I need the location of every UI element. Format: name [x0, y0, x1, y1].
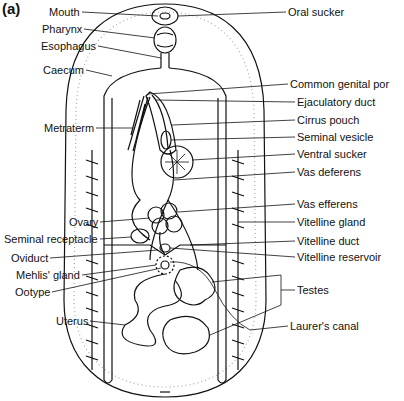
testis	[163, 316, 210, 353]
seminal-vesicle	[161, 131, 171, 149]
part-label: Uterus	[56, 315, 88, 327]
part-label: Oviduct	[11, 252, 48, 264]
body-outline	[64, 4, 266, 397]
uterus	[122, 97, 181, 346]
part-label: Common genital por	[290, 78, 389, 90]
ventral-sucker	[161, 146, 193, 178]
pharynx-muscle	[157, 33, 173, 47]
part-label: Vitelline reservoir	[297, 251, 381, 263]
part-label: Ventral sucker	[297, 148, 367, 160]
leader-lines	[50, 12, 295, 335]
part-label: Mouth	[49, 6, 80, 18]
part-label: Laurer's canal	[290, 320, 359, 332]
excretory-pore	[160, 391, 170, 392]
metraterm	[128, 96, 148, 151]
part-label: Seminal receptacle	[4, 233, 98, 245]
tegument-stipple	[74, 12, 256, 387]
vitelline-gland-duct	[92, 150, 238, 370]
vitelline-duct	[104, 245, 226, 255]
part-label: Vas deferens	[297, 166, 361, 178]
part-label: Ovary	[69, 216, 98, 228]
seminal-receptacle	[131, 229, 149, 243]
part-label: Vas efferens	[297, 198, 358, 210]
caecum	[104, 98, 226, 383]
part-label: Seminal vesicle	[297, 131, 373, 143]
ejaculatory-duct	[152, 95, 168, 148]
part-label: Metraterm	[44, 122, 94, 134]
vitelline-reservoir	[160, 244, 170, 252]
esophagus	[161, 53, 169, 68]
part-label: Ejaculatory duct	[297, 96, 375, 108]
part-label: Pharynx	[42, 23, 82, 35]
pharynx	[154, 27, 176, 53]
part-label: Mehlis' gland	[16, 269, 80, 281]
testis	[174, 267, 215, 305]
mouth	[160, 13, 170, 19]
vas-deferens	[168, 150, 174, 200]
part-label: Oral sucker	[288, 6, 344, 18]
part-label: Testes	[297, 284, 329, 296]
part-label: Vitelline gland	[297, 216, 365, 228]
vitelline-follicles	[86, 160, 244, 360]
ventral-sucker-radial	[165, 150, 189, 174]
cirrus-pouch	[146, 92, 176, 154]
ootype	[161, 261, 169, 269]
part-label: Cirrus pouch	[297, 114, 359, 126]
mehlis-gland	[156, 256, 174, 274]
part-label: Ootype	[15, 286, 50, 298]
figure-letter: (a)	[2, 1, 20, 17]
part-label: Caecum	[43, 64, 84, 76]
caecum	[104, 68, 226, 380]
part-label: Vitelline duct	[297, 235, 359, 247]
part-label: Esophagus	[41, 40, 96, 52]
